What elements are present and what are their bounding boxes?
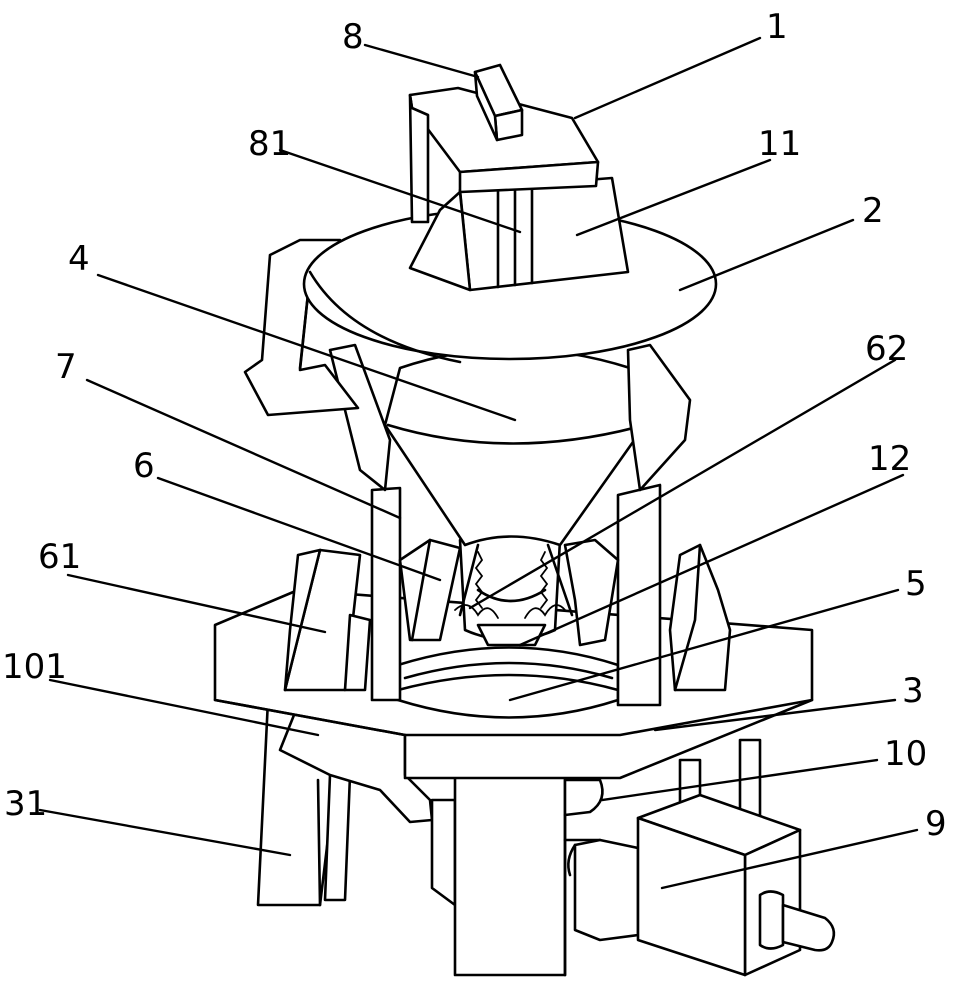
scraper-12 xyxy=(458,543,574,617)
label-61: 61 xyxy=(38,537,81,577)
drive-column-10 xyxy=(453,773,604,977)
drum-side-posts xyxy=(328,343,692,492)
label-5: 5 xyxy=(905,564,927,604)
top-block-8 xyxy=(473,63,524,142)
label-3: 3 xyxy=(902,671,924,711)
grinding-bowl xyxy=(458,531,562,647)
top-housing-11 xyxy=(408,176,630,292)
grinding-table-5 xyxy=(396,646,620,719)
motor-9 xyxy=(636,793,836,977)
label-101: 101 xyxy=(2,647,67,687)
label-4: 4 xyxy=(68,239,90,279)
label-62: 62 xyxy=(865,329,908,369)
label-1: 1 xyxy=(766,7,788,47)
label-10: 10 xyxy=(884,734,927,774)
right-support xyxy=(668,543,732,692)
label-6: 6 xyxy=(133,446,155,486)
label-9: 9 xyxy=(925,804,947,844)
cyclone-body-4 xyxy=(383,347,647,547)
label-7: 7 xyxy=(55,347,77,387)
frame-post-7 xyxy=(370,483,662,707)
label-31: 31 xyxy=(4,784,47,824)
drive-shaft xyxy=(567,838,640,942)
label-2: 2 xyxy=(862,191,884,231)
leader-lines xyxy=(38,36,919,890)
label-8: 8 xyxy=(342,17,364,57)
label-81: 81 xyxy=(248,124,291,164)
support-61 xyxy=(283,548,372,692)
label-11: 11 xyxy=(758,124,801,164)
label-12: 12 xyxy=(868,439,911,479)
roller-6 xyxy=(398,538,462,642)
